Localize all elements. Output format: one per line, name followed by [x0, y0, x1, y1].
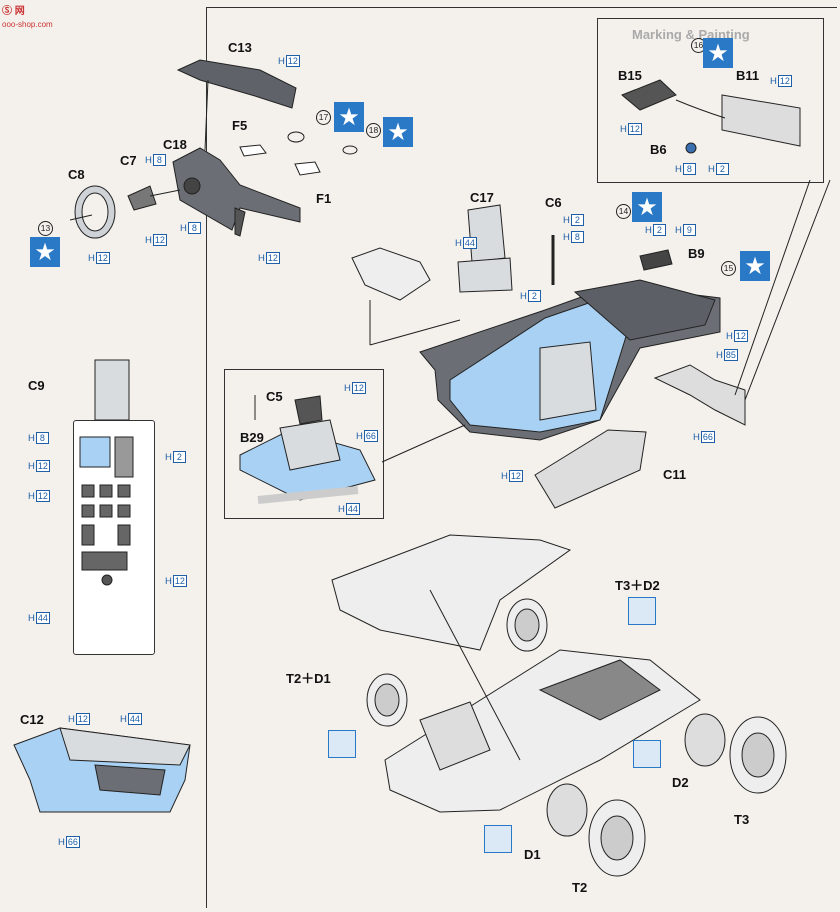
no-cement-icon — [484, 825, 512, 853]
part-f5 — [239, 144, 267, 157]
label-c13: C13 — [228, 40, 252, 55]
part-b6 — [685, 142, 697, 154]
star-icon: ★ — [703, 38, 733, 68]
wheel-d2 — [684, 713, 726, 767]
part-body-top — [331, 534, 572, 651]
label-t2: T2 — [572, 880, 588, 895]
no-cement-icon — [633, 740, 661, 768]
part-c7 — [127, 185, 157, 211]
no-cement-icon — [328, 730, 356, 758]
star-icon: ★ — [334, 102, 364, 132]
label-c18: C18 — [163, 137, 187, 152]
watermark-logo: Ⓢ 网 — [2, 6, 25, 17]
label-f5: F5 — [232, 118, 248, 133]
step-13: 13 — [38, 221, 53, 236]
label-b6: B6 — [650, 142, 667, 157]
part-c5 — [294, 395, 323, 425]
star-icon: ★ — [740, 251, 770, 281]
part-f1 — [294, 161, 321, 176]
part-b11 — [721, 94, 801, 147]
label-b9: B9 — [688, 246, 705, 261]
wheel-d1 — [546, 783, 588, 837]
step-18: 18 — [366, 123, 381, 138]
part-b15 — [621, 79, 677, 111]
part-b9 — [639, 249, 673, 271]
label-t2-d1: T2＋D1 — [286, 671, 331, 686]
label-t3-d2: T3＋D2 — [615, 578, 660, 593]
part-c17 — [467, 204, 506, 263]
label-d2: D2 — [672, 775, 689, 790]
step-17: 17 — [316, 110, 331, 125]
label-b29: B29 — [240, 430, 264, 445]
part-c13 — [176, 59, 297, 109]
part-seat-shell — [351, 247, 431, 301]
label-c11: C11 — [663, 467, 687, 482]
step-15: 15 — [721, 261, 736, 276]
label-c12: C12 — [20, 712, 44, 727]
star-icon: ★ — [632, 192, 662, 222]
label-b15: B15 — [618, 68, 642, 83]
no-cement-icon — [628, 597, 656, 625]
label-b11: B11 — [736, 68, 760, 83]
star-icon: ★ — [30, 237, 60, 267]
label-c5: C5 — [266, 389, 283, 404]
watermark-url: ooo-shop.com — [2, 20, 53, 29]
label-f1: F1 — [316, 191, 332, 206]
step-14: 14 — [616, 204, 631, 219]
label-c6: C6 — [545, 195, 562, 210]
star-icon: ★ — [383, 117, 413, 147]
label-d1: D1 — [524, 847, 541, 862]
main-frame — [206, 7, 837, 908]
label-c17: C17 — [470, 190, 494, 205]
part-c9-top — [94, 359, 130, 421]
part-c11 — [534, 429, 647, 509]
label-c8: C8 — [68, 167, 85, 182]
part-c18 — [172, 147, 301, 231]
label-c9: C9 — [28, 378, 45, 393]
label-c7: C7 — [120, 153, 137, 168]
label-t3: T3 — [734, 812, 750, 827]
